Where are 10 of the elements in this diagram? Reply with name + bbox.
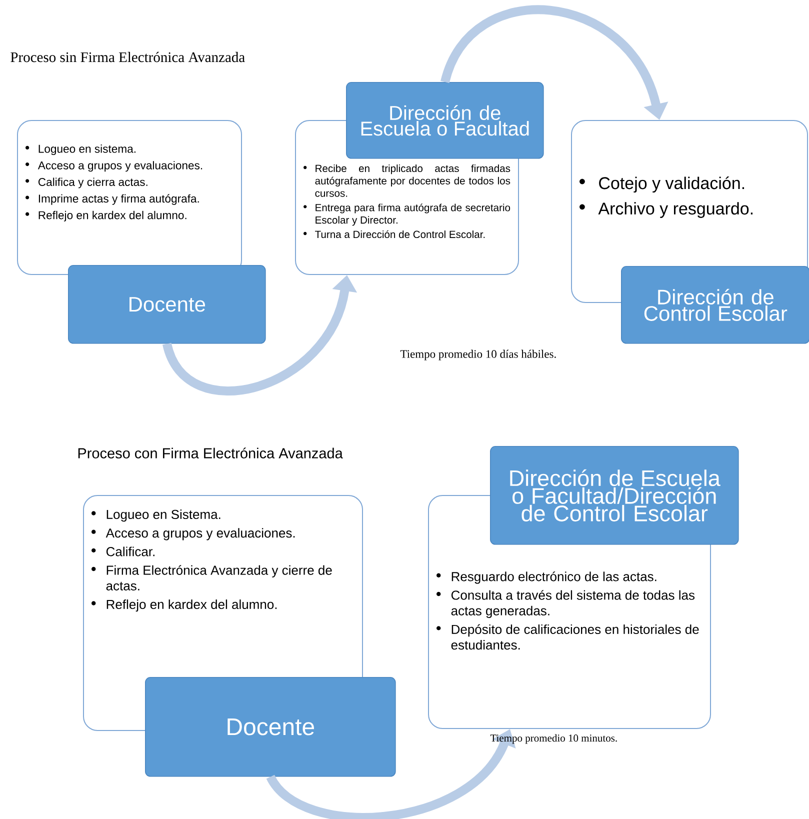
step-header-box: Dirección de Escuela o Facultad [346, 82, 544, 159]
time-note: Tiempo promedio 10 días hábiles. [400, 350, 556, 360]
step-card: Logueo en sistema. Acceso a grupos y evaluaciones. Califica y cierra actas. Imprime actas y firma autógrafa. Reflejo en kardex del alumno. [17, 120, 242, 275]
step-header-box: Docente [145, 677, 396, 777]
step-header-box: Docente [68, 265, 266, 344]
time-note: Tiempo promedio 10 minutos. [490, 734, 617, 744]
section-title: Proceso sin Firma Electrónica Avanzada [10, 52, 245, 62]
section-title: Proceso con Firma Electrónica Avanzada [78, 448, 343, 458]
step-header-box: Dirección de Escuela o Facultad/Dirección de Control Escolar [490, 446, 739, 545]
step-header-box: Dirección de Control Escolar [621, 266, 809, 344]
